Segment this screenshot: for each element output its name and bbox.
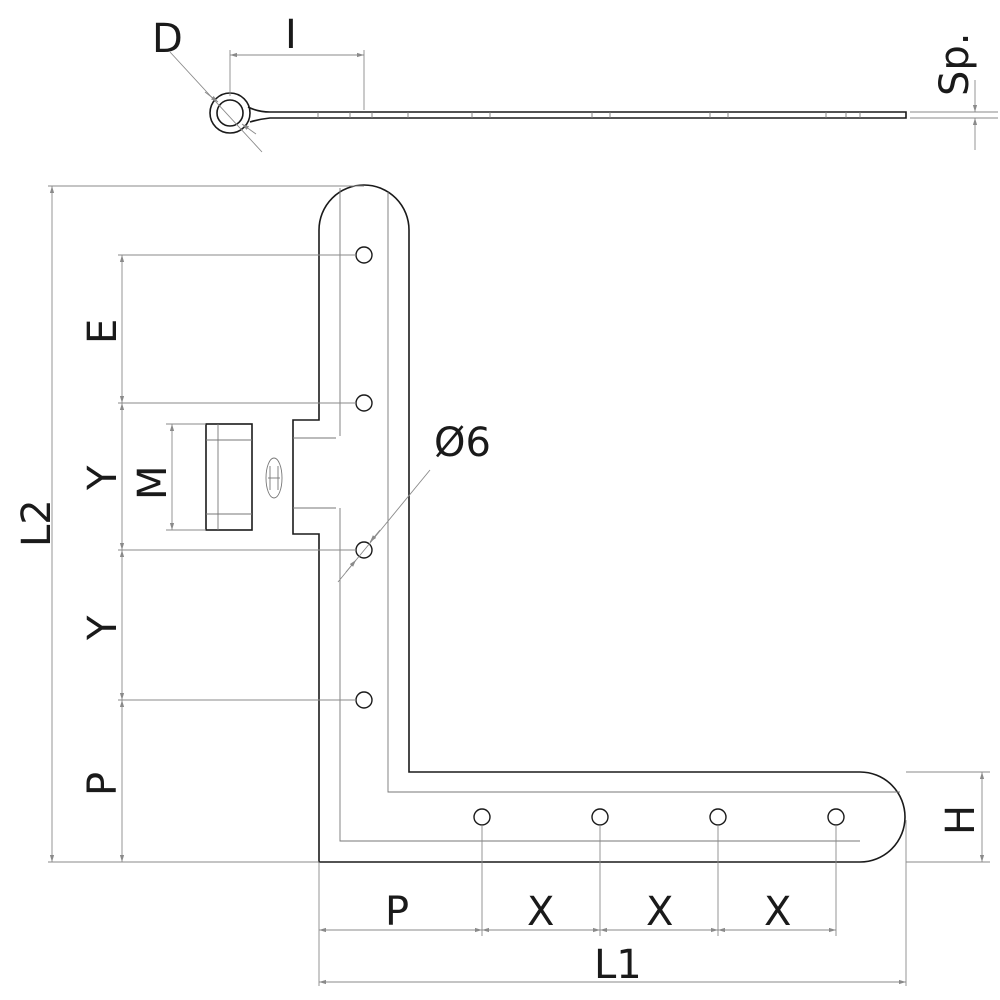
hole-horizontal-2: [591, 808, 609, 826]
label-y-1: Y: [80, 465, 126, 491]
side-hole-ticks: [317, 112, 861, 118]
label-m: M: [130, 465, 176, 500]
inner-line-1: [339, 188, 860, 842]
labels: D I Sp. L2 E Y M Y P Ø6 H P X X X L1: [14, 12, 984, 988]
label-i: I: [285, 12, 297, 58]
label-y-2: Y: [80, 615, 126, 641]
hole-horizontal-4: [827, 808, 845, 826]
strap-side-profile: [247, 106, 907, 123]
knuckle-slot-lines: [293, 437, 336, 509]
dimension-lines: [48, 185, 990, 986]
label-p-vertical: P: [80, 772, 126, 796]
maker-logo-icon: [265, 457, 283, 499]
label-p-horizontal: P: [385, 889, 409, 935]
hole-horizontal-3: [709, 808, 727, 826]
hinge-strap-outline: [292, 184, 906, 863]
label-hole-diameter: Ø6: [434, 420, 491, 466]
label-l1: L1: [594, 942, 642, 988]
label-h: H: [938, 805, 984, 835]
label-e: E: [80, 319, 126, 344]
inner-line-2: [387, 192, 900, 793]
pin-eye-outer: [209, 92, 251, 134]
hole-horizontal-1: [473, 808, 491, 826]
label-d: D: [152, 16, 183, 62]
label-l2: L2: [14, 499, 60, 547]
label-x-3: X: [764, 889, 791, 935]
hole-vertical-1: [355, 246, 373, 264]
label-x-1: X: [527, 889, 554, 935]
hole-vertical-2: [355, 394, 373, 412]
pin-eye-inner: [216, 99, 244, 127]
label-sp: Sp.: [932, 33, 978, 97]
d-leader-line: [169, 51, 263, 153]
hole-vertical-4: [355, 691, 373, 709]
side-view: [169, 50, 998, 153]
knuckle: [205, 423, 253, 531]
front-view: [205, 184, 906, 863]
label-x-2: X: [646, 889, 673, 935]
